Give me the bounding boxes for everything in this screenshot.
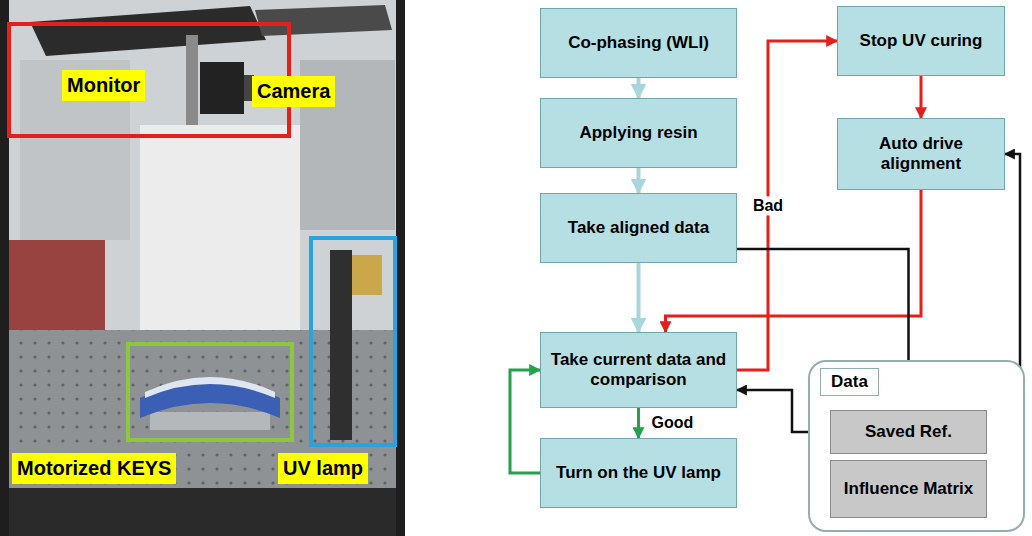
node-text: UV lamp: [283, 456, 363, 481]
flow-arrow: [637, 263, 641, 332]
node-text: Data: [820, 368, 879, 396]
process-box: Auto drive alignment: [837, 118, 1005, 190]
data-box: Influence Matrix: [830, 460, 987, 518]
node-text: Take aligned data: [568, 218, 709, 238]
node-text: Turn on the UV lamp: [556, 463, 721, 483]
process-box: Co-phasing (WLI): [540, 8, 737, 78]
node-text: Take current data and comparison: [549, 350, 728, 391]
flow-arrow: [737, 41, 837, 370]
callout-label: Motorized KEYS: [12, 453, 176, 484]
node-text: Monitor: [67, 73, 140, 98]
flow-arrow: [510, 370, 540, 473]
process-box: Take current data and comparison: [540, 332, 737, 408]
flow-arrow: [637, 408, 640, 438]
node-text: Motorized KEYS: [17, 456, 171, 481]
node-text: Applying resin: [579, 123, 697, 143]
callout-label: Monitor: [62, 70, 145, 101]
process-box: Take aligned data: [540, 193, 737, 263]
data-box: Saved Ref.: [830, 410, 987, 454]
node-text: Stop UV curing: [860, 31, 983, 51]
process-box: Applying resin: [540, 98, 737, 168]
process-box: Turn on the UV lamp: [540, 438, 737, 508]
node-text: Co-phasing (WLI): [568, 33, 709, 53]
flow-arrow: [637, 78, 641, 98]
flow-arrow: [637, 168, 641, 193]
node-text: Auto drive alignment: [846, 134, 996, 175]
node-text: Camera: [257, 79, 330, 104]
flow-arrow: [920, 76, 923, 118]
data-group: DataSaved Ref. Influence Matrix: [808, 360, 1025, 532]
node-text: Saved Ref.: [865, 422, 952, 442]
process-box: Stop UV curing: [837, 6, 1005, 76]
callout-label: Camera: [252, 76, 335, 107]
edge-label: Bad: [750, 196, 786, 215]
callout-label: UV lamp: [278, 453, 368, 484]
node-text: Influence Matrix: [844, 479, 973, 499]
edge-label: Good: [649, 413, 697, 432]
